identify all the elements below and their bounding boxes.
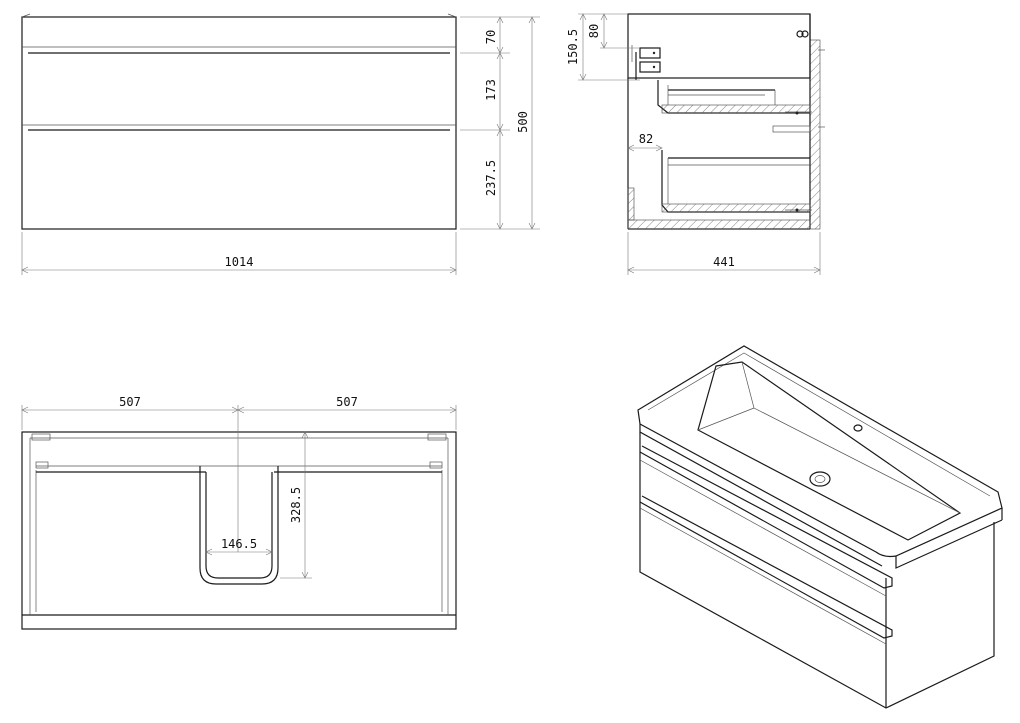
- drain-outer: [809, 471, 831, 487]
- siphon: [631, 45, 661, 80]
- left-half-label: 507: [119, 395, 141, 409]
- front-cabinet-outline: [21, 16, 457, 230]
- back-panel: [809, 39, 821, 230]
- drain-inner: [814, 475, 826, 483]
- cutout-width-label: 146.5: [221, 537, 257, 551]
- basin-top: [637, 345, 1003, 558]
- drawer-setback-label: 82: [639, 132, 653, 146]
- lower-drawer-height-label: 237.5: [484, 160, 498, 196]
- isometric-view: [637, 345, 1003, 709]
- upper-drawer-height-label: 173: [484, 79, 498, 101]
- section-view: 507 507 328.5 146.5: [21, 395, 457, 630]
- section-outline: [21, 431, 457, 630]
- right-half-label: 507: [336, 395, 358, 409]
- depth-label: 441: [713, 255, 735, 269]
- side-view: 150.5 80 82 441: [566, 13, 825, 275]
- tap-hole: [853, 424, 863, 432]
- cutout-height-label: 328.5: [289, 487, 303, 523]
- top-offset-label: 80: [587, 24, 601, 38]
- total-height-label: 500: [516, 111, 530, 133]
- total-width-label: 1014: [225, 255, 254, 269]
- siphon-height-label: 150.5: [566, 29, 580, 65]
- bottom-panel: [627, 219, 811, 230]
- top-height-label: 70: [484, 30, 498, 44]
- basin-bowl: [697, 361, 962, 541]
- front-view: 70 173 237.5 500 1014: [21, 13, 540, 275]
- siphon-cutout: [199, 466, 279, 585]
